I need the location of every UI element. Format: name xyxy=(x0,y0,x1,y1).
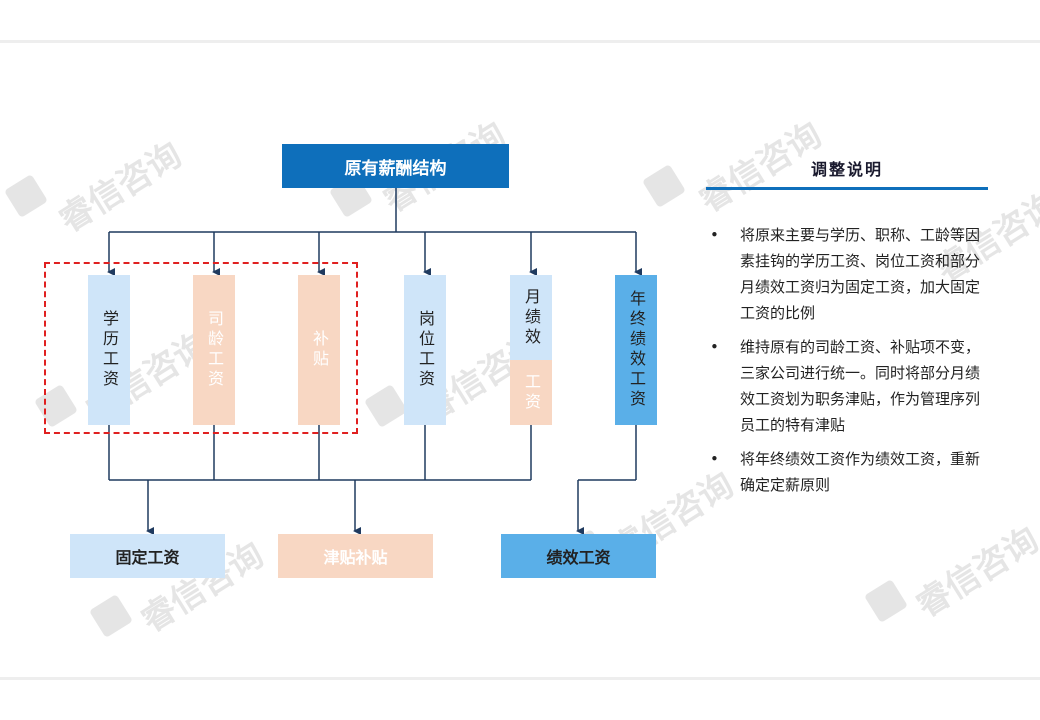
subsidy-box: 补贴 xyxy=(298,275,340,425)
original-structure-box: 原有薪酬结构 xyxy=(282,144,509,188)
allowance-subsidy-box: 津贴补贴 xyxy=(278,534,433,578)
monthly-performance-upper: 月绩效 xyxy=(510,275,552,360)
monthly-performance-box: 月绩效 工资 xyxy=(510,275,552,425)
highlight-dashed-frame xyxy=(44,262,358,434)
performance-salary-box: 绩效工资 xyxy=(501,534,656,578)
position-salary-box: 岗位工资 xyxy=(404,275,446,425)
notes-item: • 将年终绩效工资作为绩效工资，重新确定定薪原则 xyxy=(710,446,992,498)
notes-list: • 将原来主要与学历、职称、工龄等因素挂钩的学历工资、岗位工资和部分月绩效工资归… xyxy=(710,222,992,506)
fixed-salary-box: 固定工资 xyxy=(70,534,225,578)
annual-performance-box: 年终绩效工资 xyxy=(615,275,657,425)
notes-title-rule xyxy=(706,187,988,190)
bullet-icon: • xyxy=(710,338,719,356)
monthly-performance-lower: 工资 xyxy=(510,360,552,425)
seniority-salary-box: 司龄工资 xyxy=(193,275,235,425)
top-divider xyxy=(0,40,1040,43)
bullet-icon: • xyxy=(710,450,719,468)
notes-item-text: 维持原有的司龄工资、补贴项不变，三家公司进行统一。同时将部分月绩效工资划为职务津… xyxy=(740,338,981,434)
bottom-divider xyxy=(0,677,1040,680)
notes-item-text: 将原来主要与学历、职称、工龄等因素挂钩的学历工资、岗位工资和部分月绩效工资归为固… xyxy=(740,226,981,322)
notes-title: 调整说明 xyxy=(810,160,883,179)
bullet-icon: • xyxy=(710,226,719,244)
notes-item: • 将原来主要与学历、职称、工龄等因素挂钩的学历工资、岗位工资和部分月绩效工资归… xyxy=(710,222,992,326)
notes-item: • 维持原有的司龄工资、补贴项不变，三家公司进行统一。同时将部分月绩效工资划为职… xyxy=(710,334,992,438)
notes-item-text: 将年终绩效工资作为绩效工资，重新确定定薪原则 xyxy=(740,450,981,494)
education-salary-box: 学历工资 xyxy=(88,275,130,425)
